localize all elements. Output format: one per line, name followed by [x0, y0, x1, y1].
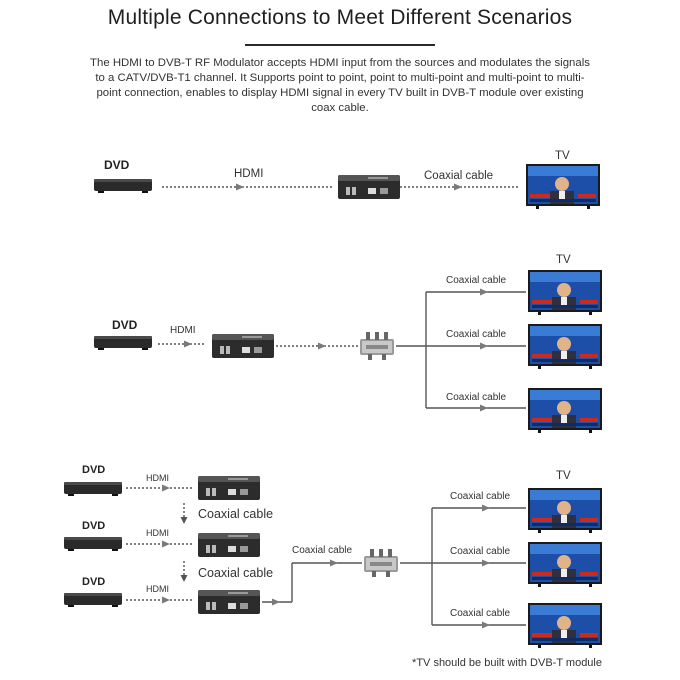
page-title: Multiple Connections to Meet Different S…	[107, 6, 573, 29]
arrow-icon	[482, 559, 490, 567]
dvd-label: DVD	[82, 464, 106, 476]
coax-label: Coaxial cable	[446, 275, 507, 286]
tv-icon	[528, 270, 602, 315]
dvd-label: DVD	[112, 318, 138, 332]
coax-label: Coaxial cable	[198, 507, 274, 521]
coax-label: Coaxial cable	[198, 566, 274, 580]
arrow-icon	[162, 596, 170, 604]
down-arrow-icon	[180, 575, 188, 582]
hdmi-label: HDMI	[170, 325, 196, 336]
footnote: *TV should be built with DVB-T module	[412, 657, 602, 669]
title-underline	[245, 44, 435, 46]
tv-icon	[526, 164, 600, 209]
arrow-icon	[162, 484, 170, 492]
tv-label: TV	[556, 470, 571, 482]
arrow-icon	[480, 288, 488, 296]
coax-label: Coaxial cable	[424, 170, 494, 182]
arrow-icon	[272, 598, 280, 606]
rf-modulator-icon	[198, 590, 260, 614]
scenario-multipoint-to-multipoint	[64, 476, 602, 648]
dvd-player-icon	[64, 482, 122, 496]
arrow-icon	[480, 404, 488, 412]
arrow-icon	[482, 621, 490, 629]
hdmi-label: HDMI	[146, 528, 169, 538]
coax-label: Coaxial cable	[450, 491, 511, 502]
arrow-icon	[236, 183, 244, 191]
splitter-icon	[360, 332, 394, 360]
dvd-label: DVD	[82, 520, 106, 532]
arrow-icon	[162, 540, 170, 548]
intro-paragraph: The HDMI to DVB-T RF Modulator accepts H…	[90, 57, 590, 114]
tv-icon	[528, 542, 602, 587]
arrow-icon	[318, 342, 326, 350]
dvd-label: DVD	[82, 576, 106, 588]
arrow-icon	[184, 340, 192, 348]
tv-icon	[528, 324, 602, 369]
coax-label: Coaxial cable	[450, 608, 511, 619]
dvd-player-icon	[64, 537, 122, 551]
tv-label: TV	[555, 150, 570, 162]
dvd-player-icon	[94, 336, 152, 350]
scenario-point-to-point	[94, 164, 600, 209]
rf-modulator-icon	[338, 175, 400, 199]
dvd-label: DVD	[104, 158, 130, 172]
rf-modulator-icon	[212, 334, 274, 358]
coax-label: Coaxial cable	[292, 545, 353, 556]
hdmi-label: HDMI	[146, 473, 169, 483]
arrow-icon	[482, 504, 490, 512]
coax-label: Coaxial cable	[446, 329, 507, 340]
dvd-player-icon	[64, 593, 122, 607]
scenario-point-to-multipoint	[94, 270, 602, 433]
splitter-icon	[364, 549, 398, 577]
tv-icon	[528, 603, 602, 648]
down-arrow-icon	[180, 517, 188, 524]
arrow-icon	[330, 559, 338, 567]
rf-modulator-icon	[198, 476, 260, 500]
tv-icon	[528, 488, 602, 533]
hdmi-label: HDMI	[146, 584, 169, 594]
arrow-icon	[480, 342, 488, 350]
rf-modulator-icon	[198, 533, 260, 557]
arrow-icon	[454, 183, 462, 191]
tv-icon	[528, 388, 602, 433]
tv-label: TV	[556, 254, 571, 266]
coax-label: Coaxial cable	[450, 546, 511, 557]
coax-label: Coaxial cable	[446, 392, 507, 403]
dvd-player-icon	[94, 179, 152, 193]
hdmi-label: HDMI	[234, 168, 264, 180]
